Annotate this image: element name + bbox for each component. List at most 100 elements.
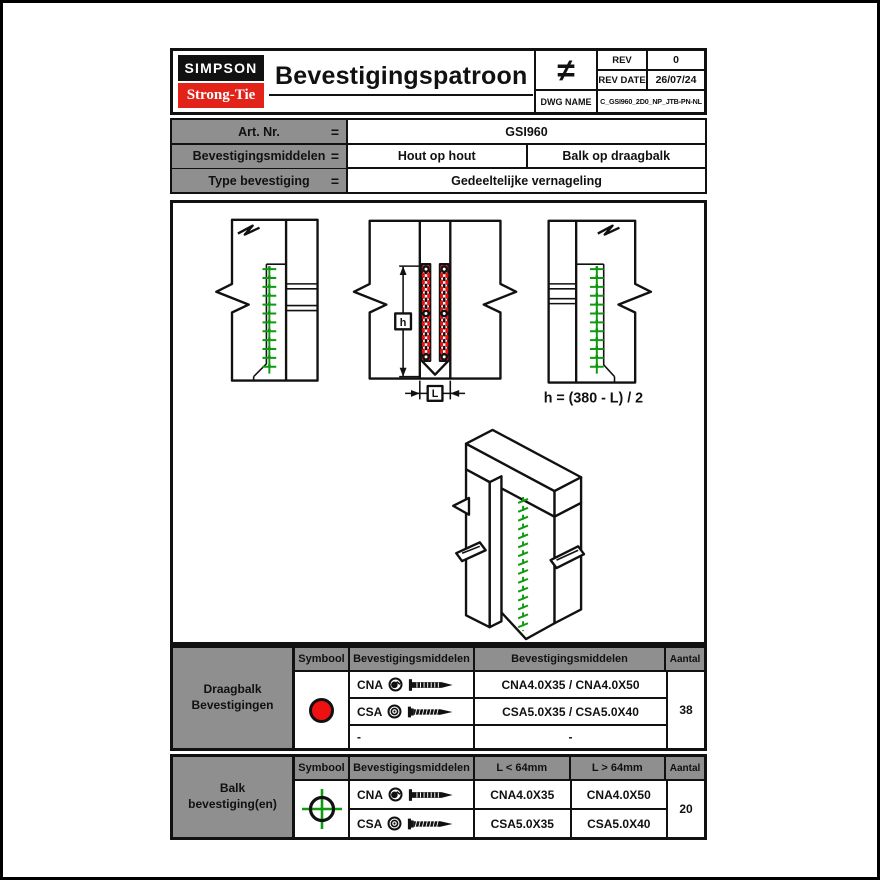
type-value: Gedeeltelijke vernageling [451,173,602,188]
artnr-label-text: Art. Nr. [238,124,280,139]
header-symbool: Symbool [295,757,350,779]
value-l-small: CSA5.0X35 [490,816,554,831]
aantal-value: 20 [666,781,704,837]
table-row-csa: CSA [350,699,666,726]
view-left [215,218,319,382]
view-isometric [452,428,586,641]
red-fastener-dots [421,265,449,361]
height-formula: h = (380 - L) / 2 [544,390,643,406]
info-row-artnr: Art. Nr. = GSI960 [170,118,707,145]
nail-icon [408,788,453,801]
left-beam-side [488,475,503,629]
fastener-code: CNA [357,787,383,802]
drawing-area: h L h = (380 - L) [170,200,707,645]
dim-l-label: L [432,388,439,400]
dimension-l: L [405,380,466,402]
dwg-name-label: DWG NAME [536,91,598,112]
break-wedge-right-line [556,549,579,561]
table-draagbalk-label: Draagbalk Bevestigingen [173,648,295,748]
logo-simpson-text: SIMPSON [178,55,264,81]
dwg-name-value: C_GSI960_2D0_NP_JTB-PN-NL [600,97,702,106]
fastener-code: CSA [357,816,383,831]
aantal-value: 38 [666,672,704,748]
symbol-cell [295,781,350,837]
fastener-ticks [262,268,277,368]
fastener-value: CNA4.0X35 / CNA4.0X50 [501,677,640,692]
red-circle-symbol [309,697,334,723]
hanger-bottom-v [420,360,450,376]
equals-sign: = [330,148,339,164]
csa-head-icon [387,704,402,719]
beam-outline [215,218,319,382]
screw-icon [408,818,453,829]
middelen-value-right: Balk op draagbalk [525,144,706,168]
equals-sign: = [330,123,339,140]
table-row-csa: CSA [350,810,666,837]
rev-value: 0 [648,51,704,71]
carrier-edge-lines [286,283,318,312]
info-row-type: Type bevestiging = Gedeeltelijke vernage… [170,167,707,194]
section-outline [352,219,518,380]
value-l-large: CSA5.0X40 [569,810,667,837]
fastener-ticks [517,498,529,629]
projection-symbol: ≠ [536,51,598,91]
middelen-label-text: Bevestigingsmiddelen [192,149,326,163]
beam-outline [547,219,653,384]
header-l-small: L < 64mm [475,757,571,779]
equals-sign: = [330,172,339,189]
bolt-holes [422,265,449,361]
header-aantal: Aantal [669,762,701,774]
table-row-cna: CNA [350,781,666,810]
technical-drawing: h L h = (380 - L) [215,218,653,641]
fastener-ticks [589,268,604,368]
break-flag-left [452,496,471,516]
artnr-label: Art. Nr. = [172,120,348,143]
table-balk-header: Symbool Bevestigingsmiddelen L < 64mm L … [295,757,704,781]
info-row-middelen: Bevestigingsmiddelen = Hout op hout Balk… [170,142,707,170]
middelen-label: Bevestigingsmiddelen = [172,144,348,168]
dimension-h: h [394,265,420,378]
grain-direction-icon [597,224,620,236]
fastener-value: CSA5.0X35 / CSA5.0X40 [502,704,639,719]
fastener-code: CNA [357,677,383,692]
value-l-small: CNA4.0X35 [490,787,555,802]
csa-head-icon [387,816,402,831]
rev-date-label: REV DATE [598,71,648,91]
logo-strongtie-text: Strong-Tie [178,83,264,108]
header-middelen2: Bevestigingsmiddelen [475,648,666,670]
break-wedge-left-line [461,545,481,554]
fastener-value: - [568,730,573,744]
symbol-cell [295,672,350,748]
screw-icon [408,706,453,717]
header-symbool: Symbool [295,648,350,670]
cna-head-icon [388,787,403,802]
rev-label: REV [598,51,648,71]
rev-date-value: 26/07/24 [648,71,704,91]
cna-head-icon [388,677,403,692]
carrier-edge-lines [548,283,577,305]
crosshair-symbol [301,789,342,829]
table-balk-label: Balk bevestiging(en) [173,757,295,837]
table-draagbalk: Draagbalk Bevestigingen Symbool Bevestig… [170,645,707,751]
drawing-sheet: SIMPSON Strong-Tie Bevestigingspatroon ≠… [170,48,707,840]
table-row-cna: CNA [350,672,666,699]
table-draagbalk-header: Symbool Bevestigingsmiddelen Bevestiging… [295,648,704,672]
simpson-strongtie-logo: SIMPSON Strong-Tie [178,55,264,108]
middelen-value-left: Hout op hout [397,149,476,163]
header-l-large: L > 64mm [571,757,666,779]
view-middle: h L [352,219,518,402]
header-middelen: Bevestigingsmiddelen [350,757,475,779]
title-block: SIMPSON Strong-Tie Bevestigingspatroon ≠… [170,48,707,115]
grain-direction-icon [237,224,261,236]
fastener-code: CSA [357,704,383,719]
hanger-profile [252,263,287,381]
table-balk: Balk bevestiging(en) Symbool Bevestiging… [170,754,707,840]
dim-h-label: h [400,317,407,329]
view-right: h = (380 - L) / 2 [544,219,653,406]
header-middelen: Bevestigingsmiddelen [350,648,475,670]
article-info: Art. Nr. = GSI960 Bevestigingsmiddelen =… [170,118,707,194]
fastener-code: - [350,726,475,748]
hanger-profile [576,263,616,383]
sheet-title: Bevestigingspatroon [269,62,534,96]
type-label: Type bevestiging = [172,169,348,192]
